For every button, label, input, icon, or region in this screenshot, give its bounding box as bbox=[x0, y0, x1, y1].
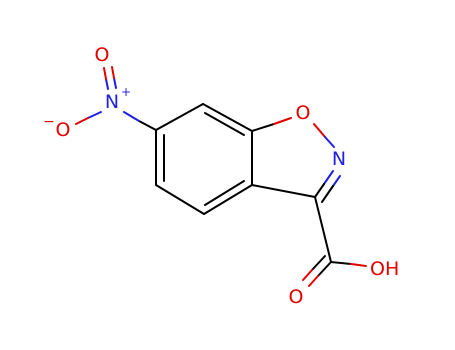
bond-ring-c2-c3 bbox=[202, 103, 253, 132]
bond-ring-c4-c5 bbox=[203, 184, 253, 215]
bond-ring-n-c3-double-black bbox=[321, 185, 334, 203]
hydroxyl-label: OH bbox=[370, 258, 399, 280]
bond-carbonyl-red-1 bbox=[308, 275, 319, 287]
bond-nitro-double-o-blue-1 bbox=[105, 78, 109, 90]
bond-carbonyl-black-1 bbox=[317, 261, 332, 277]
ring-oxygen-label: O bbox=[296, 102, 311, 124]
ring-nitrogen-label: N bbox=[332, 148, 346, 170]
bond-nitro-double-o-red-1 bbox=[103, 67, 107, 80]
bond-ring-inner-double-1 bbox=[204, 112, 245, 136]
bond-ring-oxygen-nitrogen-blue bbox=[324, 136, 335, 148]
bond-carboxyl-hydroxyl-red bbox=[350, 263, 367, 267]
bond-ring-c5-c6 bbox=[155, 184, 205, 215]
carbonyl-oxygen-label: O bbox=[289, 286, 304, 308]
bond-carbonyl-red-2 bbox=[302, 269, 313, 281]
bond-ring-nitro-nitrogen-blue bbox=[123, 111, 140, 122]
bond-c3-c3a bbox=[251, 184, 316, 198]
bond-ring-inner-double-2 bbox=[204, 180, 245, 206]
nitro-bottom-oxygen-charge: − bbox=[43, 114, 55, 130]
bond-carboxyl-hydroxyl-black bbox=[330, 261, 352, 265]
nitro-top-oxygen-label: O bbox=[95, 44, 110, 66]
bond-nitro-single-o-red bbox=[75, 117, 89, 125]
nitro-nitrogen-charge: + bbox=[121, 85, 131, 99]
bond-nitro-double-o-blue-2 bbox=[113, 77, 117, 89]
bond-ring-nitrogen-c3-black bbox=[314, 183, 325, 198]
bond-ring-nitro-nitrogen-black bbox=[138, 120, 157, 131]
bonds bbox=[75, 66, 367, 287]
bond-ring-n-c3-double-blue bbox=[332, 175, 341, 187]
bond-c3-carboxyl-carbon bbox=[314, 196, 332, 263]
bond-ring-oxygen-nitrogen-red bbox=[313, 123, 326, 138]
nitro-nitrogen-label: N bbox=[105, 91, 119, 113]
bond-c7a-ring-oxygen-red bbox=[273, 117, 292, 125]
nitro-bottom-oxygen-label: O bbox=[56, 119, 71, 141]
bond-nitro-double-o-red-2 bbox=[111, 66, 115, 79]
bond-nitro-single-o-blue bbox=[87, 111, 102, 119]
bond-ring-nitrogen-c3-blue bbox=[323, 170, 334, 185]
bond-carbonyl-black-2 bbox=[311, 255, 326, 271]
bond-c7a-ring-oxygen-black bbox=[251, 123, 275, 132]
bond-ring-c1-c2 bbox=[155, 103, 204, 131]
atom-labels: O N + O − O N O OH bbox=[43, 44, 399, 308]
